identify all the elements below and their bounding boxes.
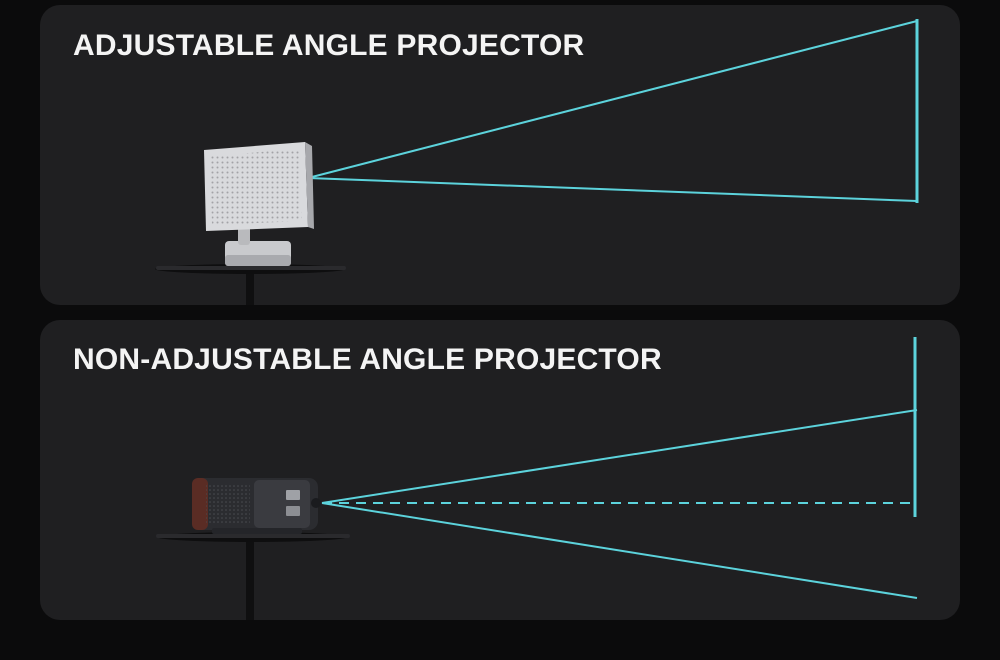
projection-beam <box>321 409 918 599</box>
panel-title: NON-ADJUSTABLE ANGLE PROJECTOR <box>73 343 662 376</box>
non-adjustable-projector-panel: NON-ADJUSTABLE ANGLE PROJECTOR <box>40 320 960 620</box>
fixed-projector-icon <box>192 478 321 534</box>
side-table-icon <box>156 532 350 620</box>
fixed-projection-illustration <box>156 337 918 620</box>
adjustable-projection-illustration <box>155 19 919 305</box>
adjustable-projector-panel: ADJUSTABLE ANGLE PROJECTOR <box>40 5 960 305</box>
panel-title: ADJUSTABLE ANGLE PROJECTOR <box>73 29 585 62</box>
projection-beam <box>307 20 918 202</box>
adjustable-projector-icon <box>204 142 314 266</box>
side-table-icon <box>155 264 346 305</box>
